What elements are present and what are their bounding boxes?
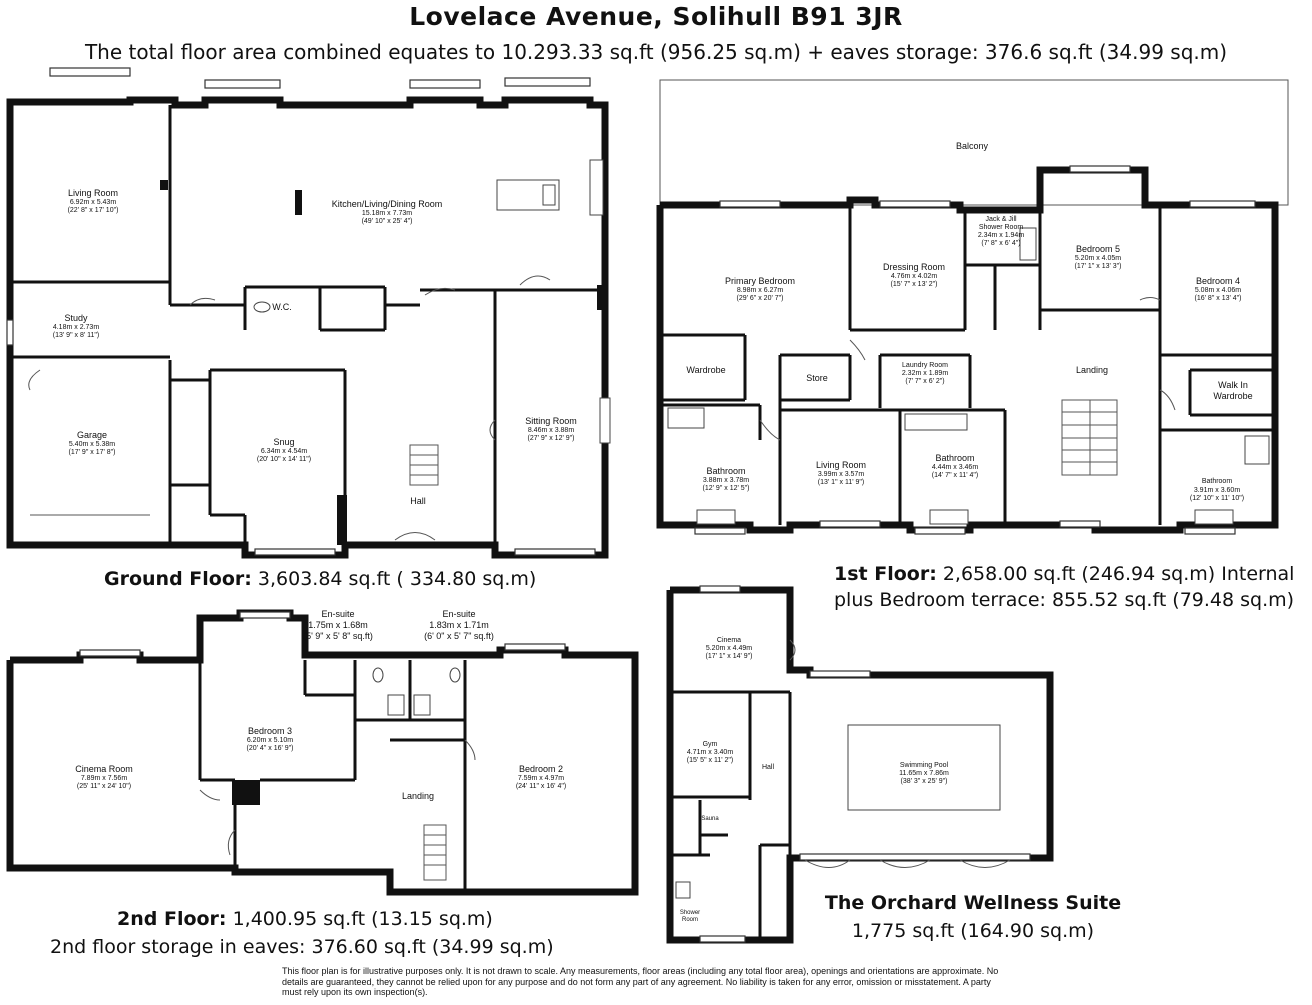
room-landing-second: Landing [401, 791, 435, 801]
disclaimer-text: This floor plan is for illustrative purp… [282, 966, 999, 997]
ground-stairs [409, 444, 439, 486]
room-wardrobe: Wardrobe [686, 365, 726, 375]
suite-walls [666, 585, 1054, 944]
second-stairs [423, 824, 447, 881]
first-floor-area: 1st Floor: 2,658.00 sq.ft (246.94 sq.m) … [834, 563, 1295, 585]
room-store: Store [806, 373, 828, 383]
room-wc: W.C. [272, 302, 292, 312]
room-landing-first: Landing [1075, 365, 1109, 375]
first-floor-terrace: plus Bedroom terrace: 855.52 sq.ft (79.4… [834, 589, 1295, 611]
plan-title: Lovelace Avenue, Solihull B91 3JR [409, 2, 903, 31]
second-floor-walls [6, 609, 639, 896]
wellness-suite-area: 1,775 sq.ft (164.90 sq.m) [851, 920, 1095, 942]
room-hall-suite: Hall [761, 764, 775, 771]
ground-floor-walls [6, 67, 611, 559]
room-hall-ground: Hall [410, 496, 426, 506]
room-balcony: Balcony [955, 141, 989, 151]
room-sauna: Sauna [701, 816, 719, 822]
total-area-text: The total floor area combined equates to… [84, 40, 1228, 64]
first-floor-walls [656, 79, 1289, 535]
second-floor-eaves: 2nd floor storage in eaves: 376.60 sq.ft… [50, 936, 554, 958]
second-floor-area: 2nd Floor: 1,400.95 sq.ft (13.15 sq.m) [117, 908, 493, 930]
wellness-suite-title: The Orchard Wellness Suite [824, 892, 1122, 914]
first-stairs [1061, 399, 1118, 476]
ground-floor-area: Ground Floor: 3,603.84 sq.ft ( 334.80 sq… [104, 568, 537, 590]
